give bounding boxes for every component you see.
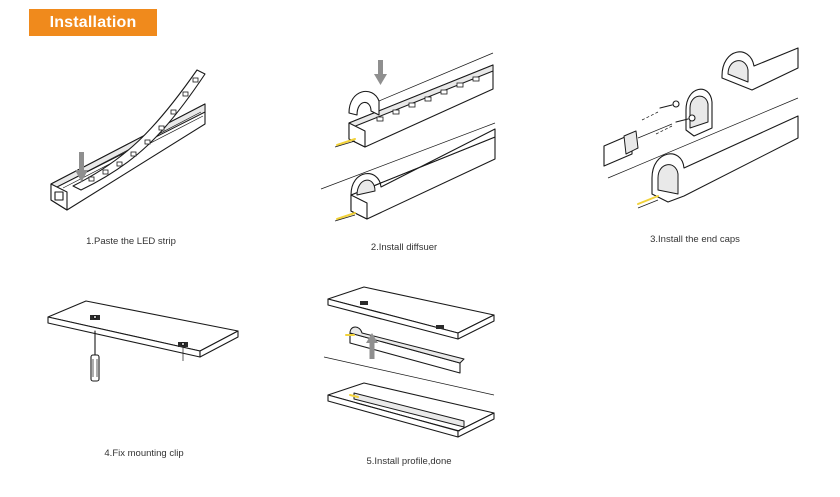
- screw-icon: [659, 100, 680, 109]
- screwdriver-icon: [90, 330, 100, 382]
- step-3-caption: 3.Install the end caps: [650, 234, 740, 245]
- up-arrow-icon: [366, 333, 378, 359]
- section-title: Installation: [29, 9, 157, 36]
- step-1-caption: 1.Paste the LED strip: [86, 236, 176, 247]
- mounting-clip-icon: [178, 341, 188, 347]
- step-5-caption: 5.Install profile,done: [366, 456, 452, 467]
- mounting-clip-icon: [90, 314, 100, 320]
- led-chip-row: [376, 76, 480, 122]
- step-4-illustration: [40, 295, 245, 390]
- step-3-illustration: [602, 38, 802, 223]
- step-4-caption: 4.Fix mounting clip: [104, 448, 184, 459]
- step-2-caption: 2.Install diffsuer: [370, 242, 438, 253]
- down-arrow-icon: [75, 152, 88, 182]
- step-1-illustration: [45, 60, 215, 220]
- step-5-illustration: [318, 285, 508, 450]
- screw-icon: [675, 114, 696, 123]
- down-arrow-icon: [374, 60, 387, 85]
- led-chip-row: [88, 77, 199, 182]
- step-2-illustration: [315, 52, 505, 235]
